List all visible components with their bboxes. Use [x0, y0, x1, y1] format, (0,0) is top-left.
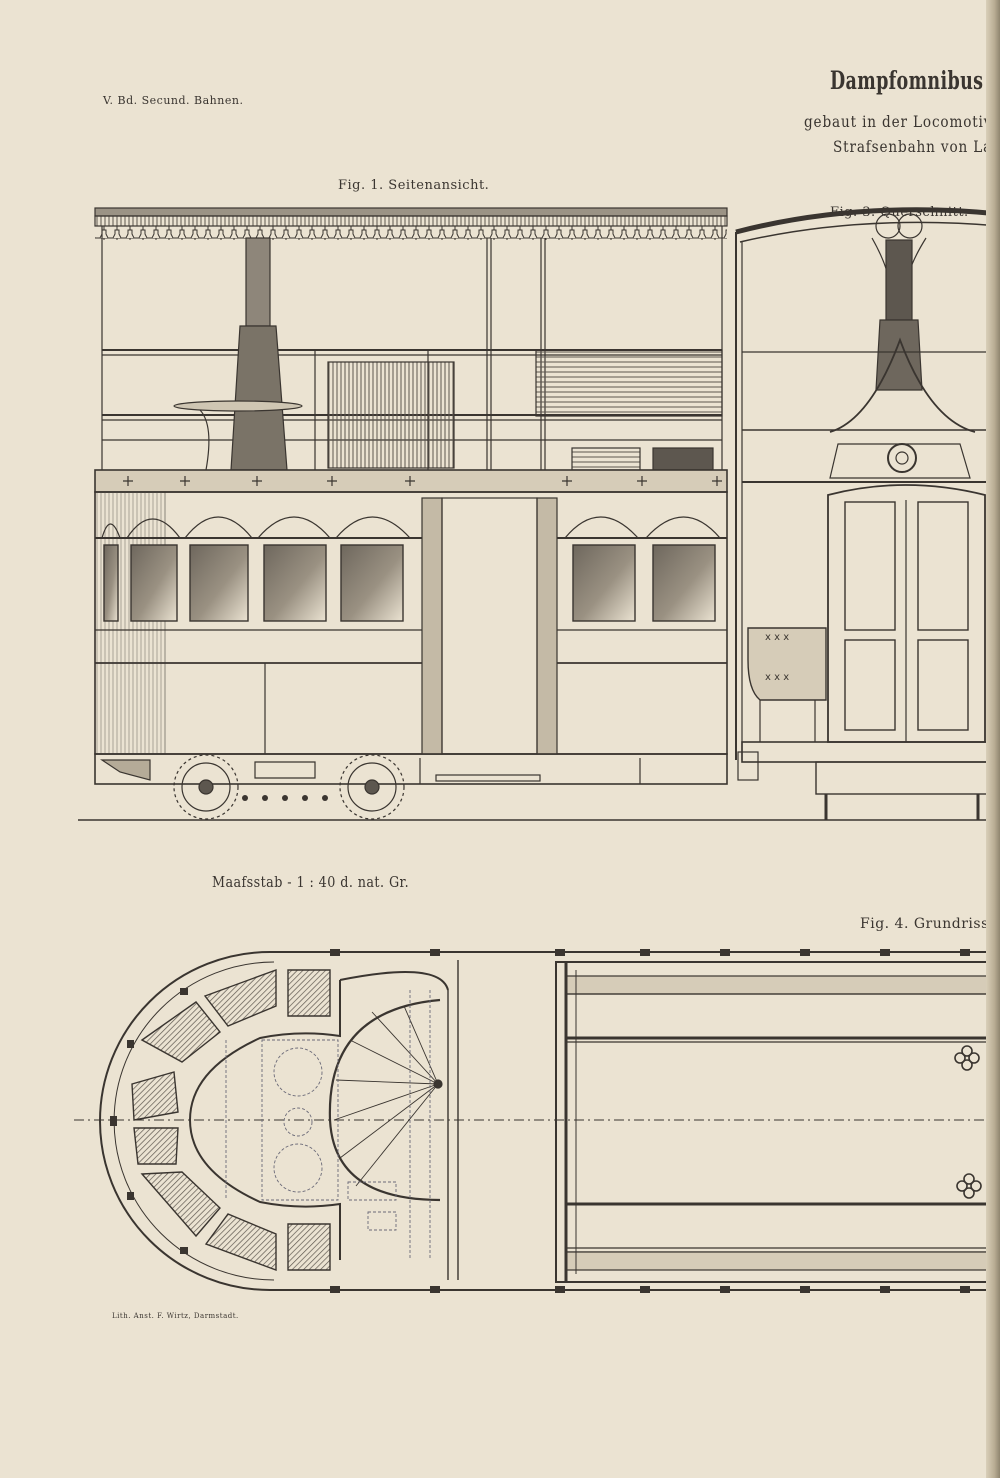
fig3-cross-section: x x x x x x	[735, 207, 1000, 820]
plate-subtitle-line-1: gebaut in der Locomotiv	[804, 112, 993, 131]
fig4-caption: Fig. 4. Grundriss.	[860, 916, 994, 932]
lithographer-credit: Lith. Anst. F. Wirtz, Darmstadt.	[112, 1312, 239, 1320]
plate-title: Dampfomnibus (	[830, 66, 999, 95]
svg-text:x x x: x x x	[765, 632, 789, 643]
svg-text:x x x: x x x	[765, 672, 789, 683]
scale-label: Maafsstab - 1 : 40 d. nat. Gr.	[212, 873, 410, 891]
plate-subtitle-line-2: Strafsenbahn von La	[833, 137, 993, 156]
fig1-caption: Fig. 1. Seitenansicht.	[338, 178, 490, 193]
book-binding-edge	[986, 0, 1000, 1478]
fig4-plan	[74, 949, 1000, 1293]
volume-label: V. Bd. Secund. Bahnen.	[103, 94, 244, 107]
fig1-side-view	[78, 207, 1000, 821]
